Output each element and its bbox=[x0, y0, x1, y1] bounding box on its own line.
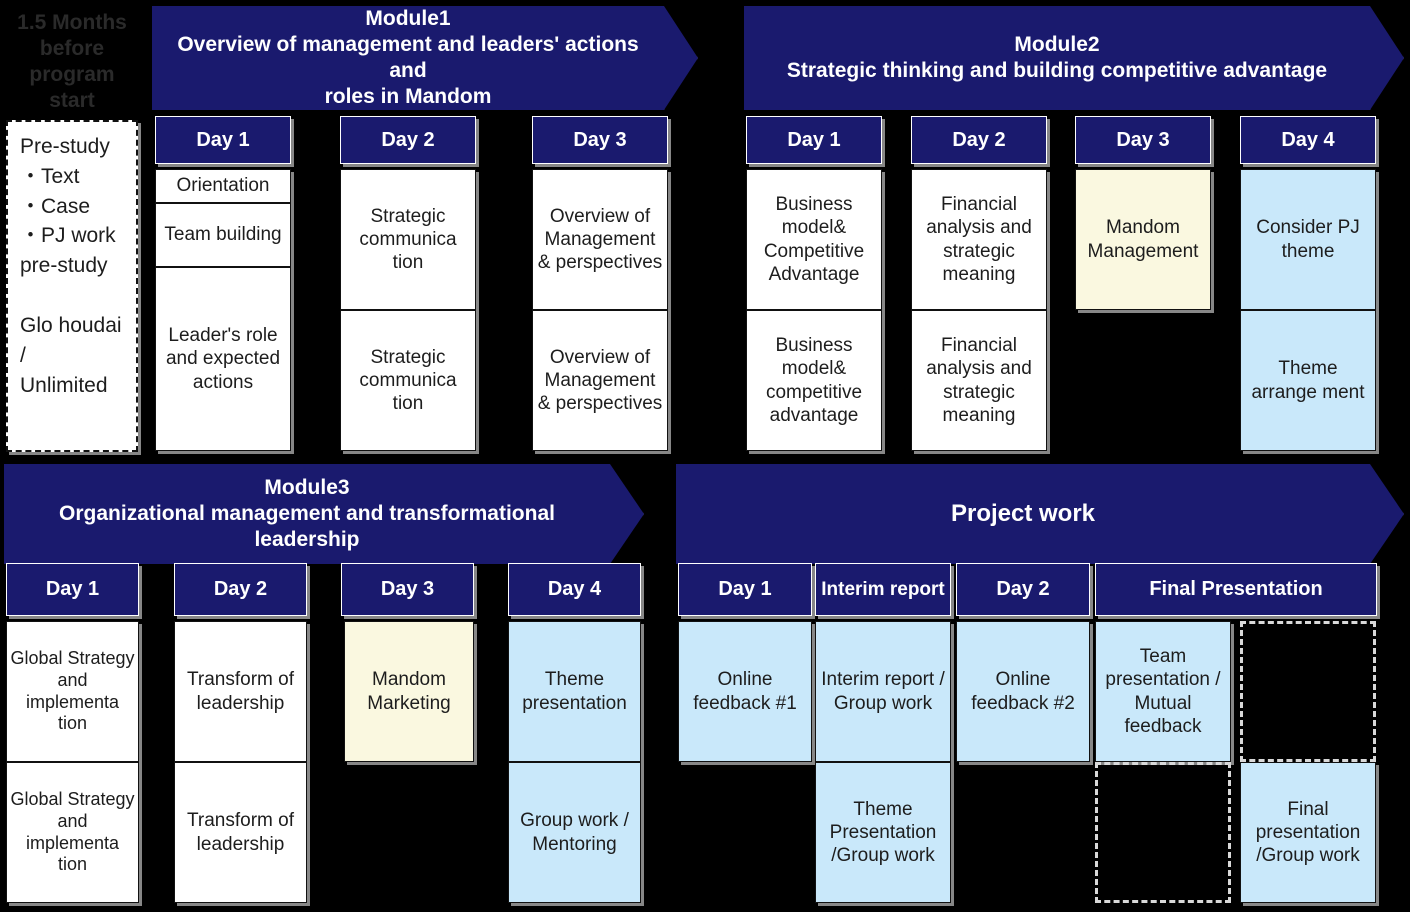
module1-title-line2: Overview of management and leaders' acti… bbox=[177, 32, 639, 82]
projectwork-final-header[interactable]: Final Presentation bbox=[1095, 563, 1377, 616]
module2-day2-header[interactable]: Day 2 bbox=[911, 116, 1047, 164]
projectwork-day2-header[interactable]: Day 2 bbox=[956, 563, 1090, 616]
module3-day1-cell-1[interactable]: Global Strategy and implementa tion bbox=[6, 621, 139, 762]
module3-day1-header[interactable]: Day 1 bbox=[6, 563, 139, 616]
module2-day1-header[interactable]: Day 1 bbox=[746, 116, 882, 164]
projectwork-final-placeholder-2[interactable] bbox=[1095, 762, 1231, 903]
module2-title-line1: Module2 bbox=[1014, 32, 1100, 56]
module2-day4-cell-1[interactable]: Consider PJ theme bbox=[1240, 169, 1376, 310]
module3-day2-header[interactable]: Day 2 bbox=[174, 563, 307, 616]
projectwork-day2-cell-1[interactable]: Online feedback #2 bbox=[956, 621, 1090, 762]
projectwork-day1-cell-1[interactable]: Online feedback #1 bbox=[678, 621, 812, 762]
module2-day2-cell-1[interactable]: Financial analysis and strategic meaning bbox=[911, 169, 1047, 310]
module1-day2-cell-2[interactable]: Strategic communica tion bbox=[340, 310, 476, 451]
module3-title-line3: leadership bbox=[254, 528, 360, 552]
module2-day1-cell-1[interactable]: Business model& Competitive Advantage bbox=[746, 169, 882, 310]
module3-banner: Module3 Organizational management and tr… bbox=[4, 464, 644, 564]
module2-day3-cell-1[interactable]: Mandom Management bbox=[1075, 169, 1211, 310]
module1-day1-cell-3[interactable]: Leader's role and expected actions bbox=[155, 267, 291, 451]
module1-day2-header[interactable]: Day 2 bbox=[340, 116, 476, 164]
module1-banner: Module1 Overview of management and leade… bbox=[152, 6, 698, 110]
module1-day3-cell-1[interactable]: Overview of Management & perspectives bbox=[532, 169, 668, 310]
module1-day2-cell-1[interactable]: Strategic communica tion bbox=[340, 169, 476, 310]
projectwork-title: Project work bbox=[950, 500, 1096, 527]
module2-day4-header[interactable]: Day 4 bbox=[1240, 116, 1376, 164]
module1-title-line1: Module1 bbox=[365, 6, 451, 30]
module3-day1-cell-2[interactable]: Global Strategy and implementa tion bbox=[6, 762, 139, 903]
module3-day3-header[interactable]: Day 3 bbox=[341, 563, 474, 616]
module3-title-line2: Organizational management and transforma… bbox=[59, 501, 555, 525]
projectwork-final-cell-2[interactable]: Final presentation /Group work bbox=[1240, 762, 1376, 903]
module1-day3-cell-2[interactable]: Overview of Management & perspectives bbox=[532, 310, 668, 451]
projectwork-day1-header[interactable]: Day 1 bbox=[678, 563, 812, 616]
module3-day2-cell-1[interactable]: Transform of leadership bbox=[174, 621, 307, 762]
module3-day2-cell-2[interactable]: Transform of leadership bbox=[174, 762, 307, 903]
module2-day1-cell-2[interactable]: Business model& competitive advantage bbox=[746, 310, 882, 451]
module1-day1-cell-2[interactable]: Team building bbox=[155, 203, 291, 267]
module3-day4-cell-1[interactable]: Theme presentation bbox=[508, 621, 641, 762]
projectwork-interim-header[interactable]: Interim report bbox=[815, 563, 951, 616]
module1-day1-header[interactable]: Day 1 bbox=[155, 116, 291, 164]
module1-day1-cell-1[interactable]: Orientation bbox=[155, 169, 291, 203]
prestudy-note: 1.5 Months before program start bbox=[17, 11, 127, 113]
module2-day3-header[interactable]: Day 3 bbox=[1075, 116, 1211, 164]
module3-day3-cell-1[interactable]: Mandom Marketing bbox=[344, 621, 474, 762]
module2-day2-cell-2[interactable]: Financial analysis and strategic meaning bbox=[911, 310, 1047, 451]
module3-day4-cell-2[interactable]: Group work / Mentoring bbox=[508, 762, 641, 903]
module3-day4-header[interactable]: Day 4 bbox=[508, 563, 641, 616]
projectwork-final-cell-1[interactable]: Team presentation / Mutual feedback bbox=[1095, 621, 1231, 762]
module1-title-line3: roles in Mandom bbox=[324, 85, 492, 109]
projectwork-banner: Project work bbox=[676, 464, 1404, 564]
module3-title-line1: Module3 bbox=[264, 475, 350, 499]
projectwork-final-placeholder-1[interactable] bbox=[1240, 621, 1376, 762]
prestudy-panel: Pre-study ・Text ・Case ・PJ work pre-study… bbox=[6, 120, 138, 452]
module2-title-line2: Strategic thinking and building competit… bbox=[786, 59, 1328, 82]
module2-day4-cell-2[interactable]: Theme arrange ment bbox=[1240, 310, 1376, 451]
module1-day3-header[interactable]: Day 3 bbox=[532, 116, 668, 164]
projectwork-interim-cell-1[interactable]: Interim report / Group work bbox=[815, 621, 951, 762]
module2-banner: Module2 Strategic thinking and building … bbox=[744, 6, 1404, 110]
projectwork-interim-cell-2[interactable]: Theme Presentation /Group work bbox=[815, 762, 951, 903]
